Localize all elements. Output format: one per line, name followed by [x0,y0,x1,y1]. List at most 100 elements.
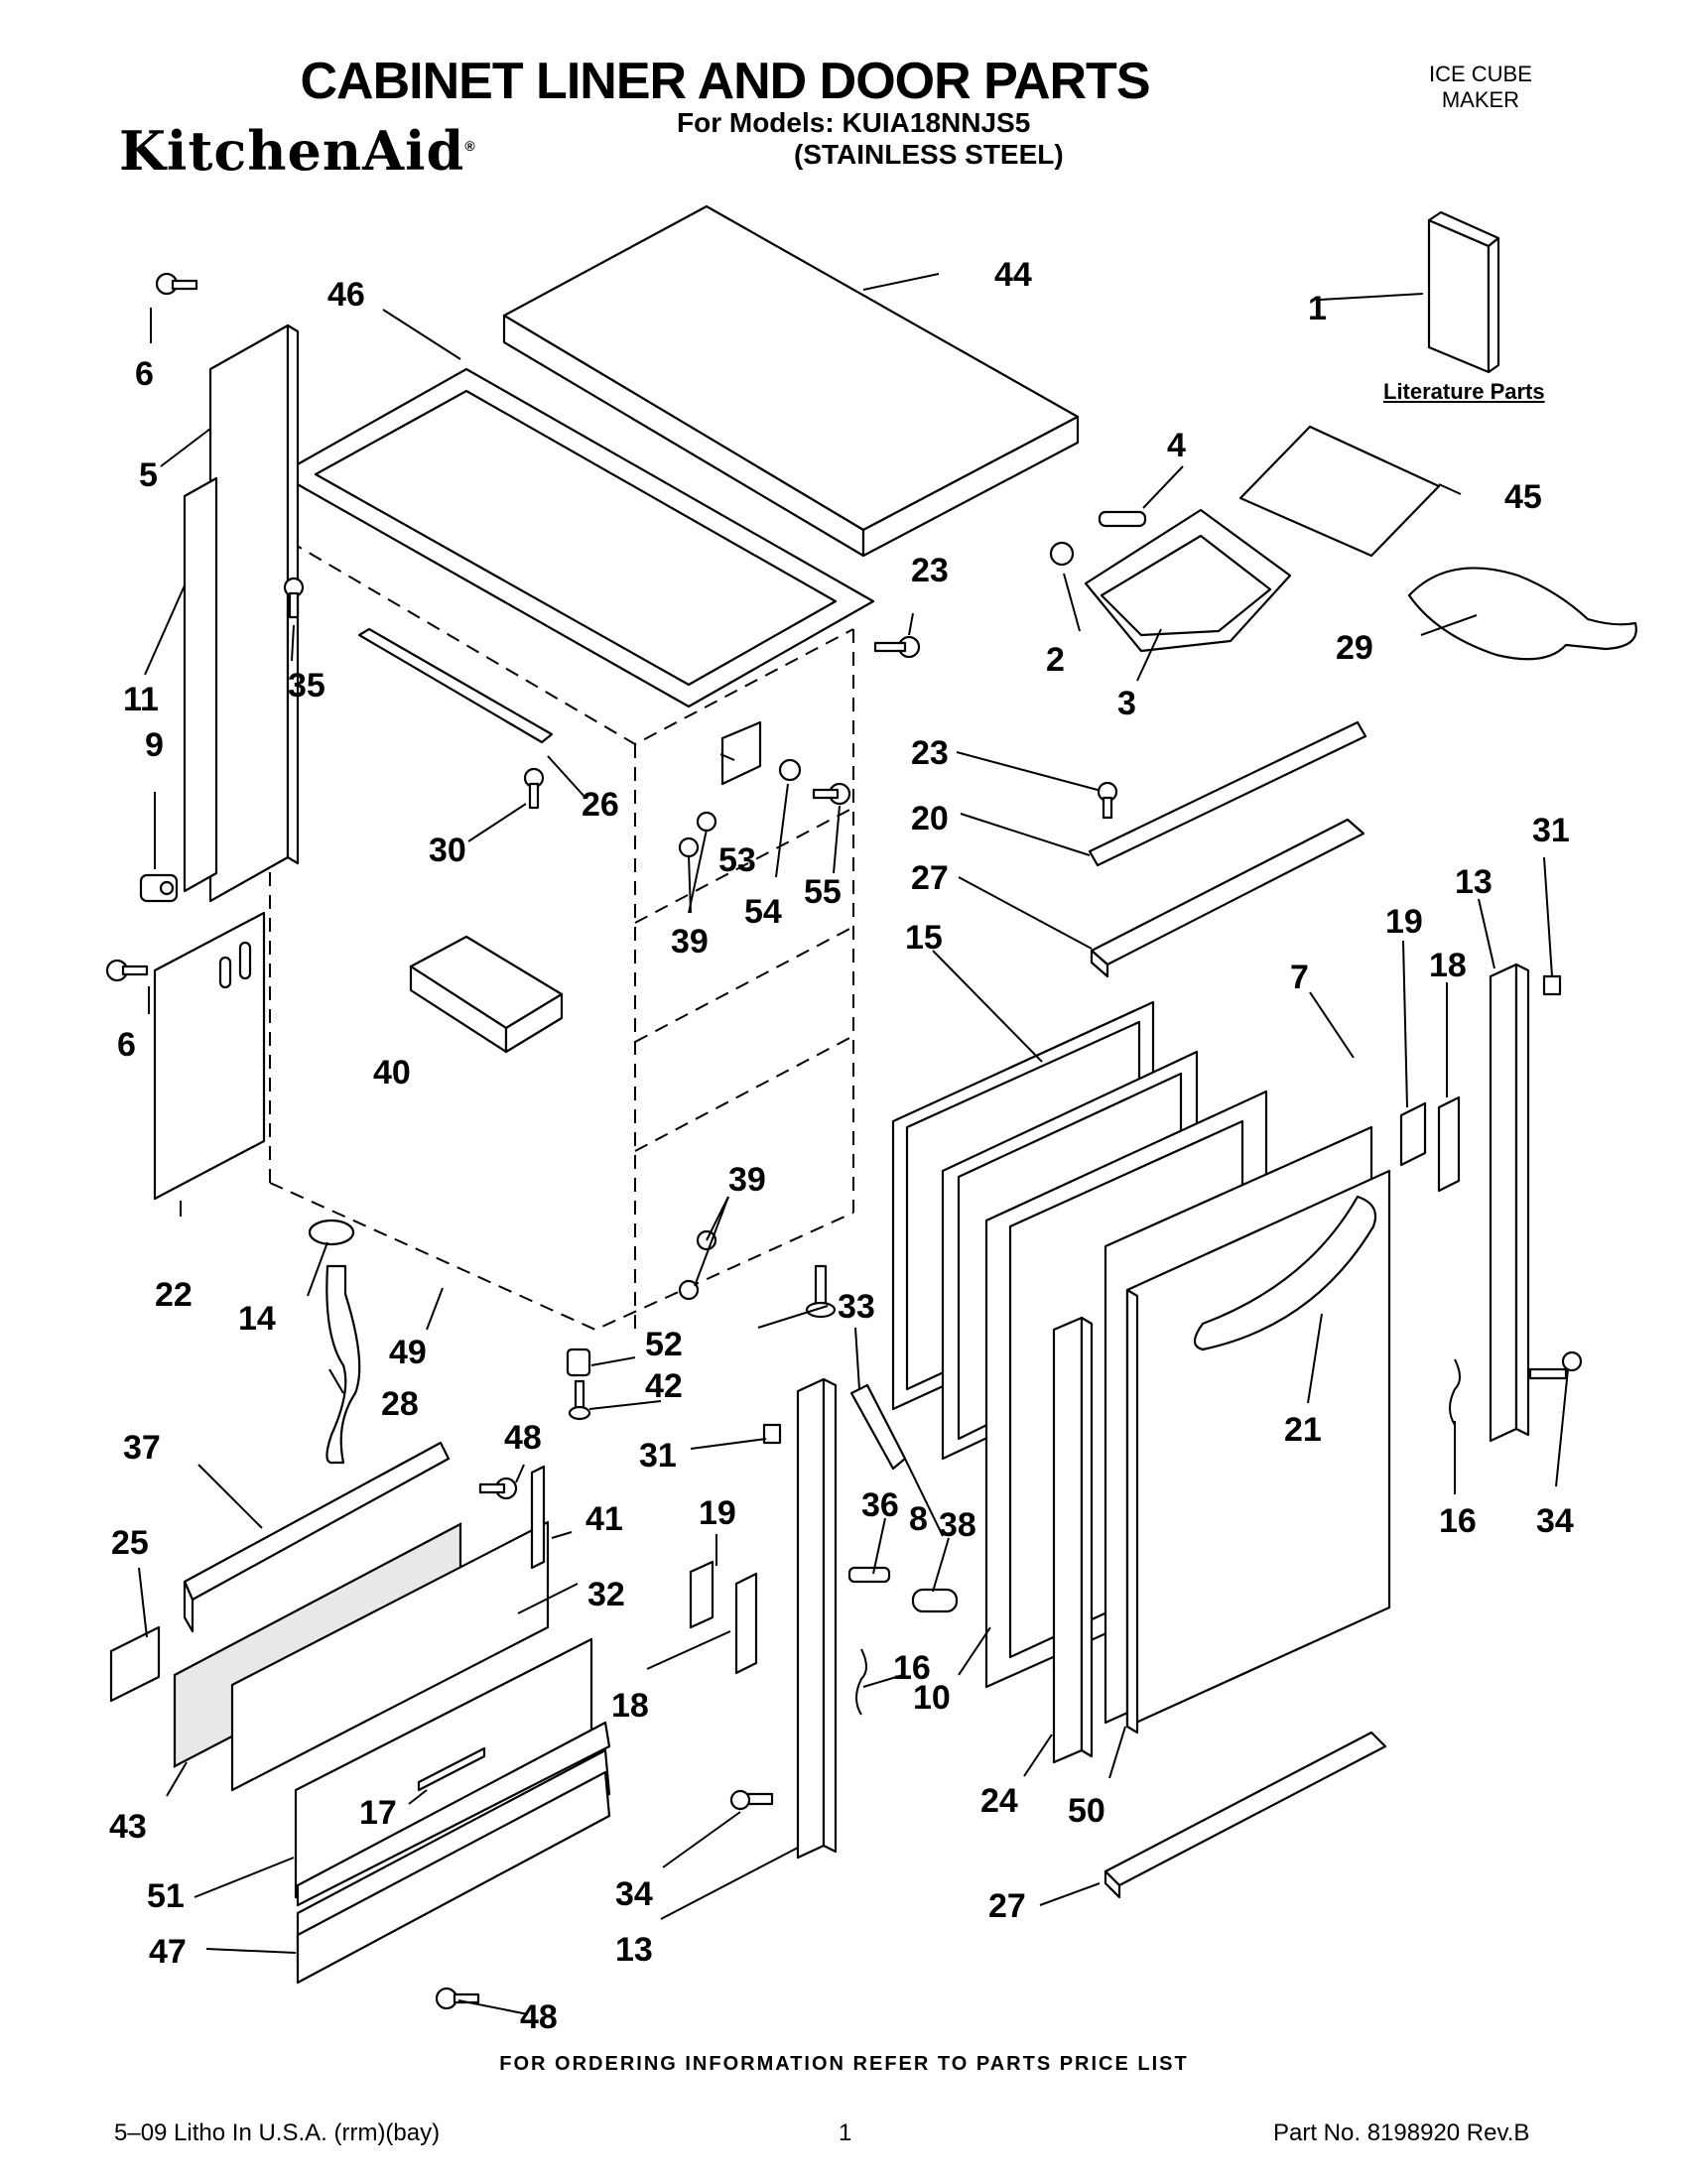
callout-39-upper: 39 [671,923,709,961]
callout-11: 11 [123,681,159,718]
callout-24: 24 [980,1782,1018,1820]
callout-34-left: 34 [615,1875,653,1913]
toe-grille [296,1721,611,1985]
callout-16-right: 16 [1439,1502,1477,1540]
callout-2: 2 [1046,641,1065,679]
callout-47: 47 [149,1933,187,1971]
callout-25: 25 [111,1524,149,1562]
lower-bracket [109,1625,161,1703]
callout-33: 33 [838,1288,875,1326]
callout-53: 53 [718,841,756,879]
leveling-leg [805,1264,837,1319]
liner-strip [357,627,554,744]
ice-scoop [1407,567,1637,661]
callout-31-right: 31 [1532,812,1570,849]
top-cover [502,204,1080,558]
bumper-52 [566,1348,591,1377]
callout-28: 28 [381,1385,419,1423]
callout-4: 4 [1167,427,1186,464]
callout-6-top: 6 [135,355,154,393]
instruction-label [1238,425,1441,558]
callout-13-right: 13 [1455,863,1493,901]
callout-55: 55 [804,873,842,911]
callout-44: 44 [994,256,1032,294]
hinge-channel-right [1489,963,1530,1443]
screw-35 [283,577,305,619]
page-title: CABINET LINER AND DOOR PARTS [300,53,1151,110]
literature-parts-label: Literature Parts [1383,379,1545,404]
callout-23-rail: 23 [911,734,949,772]
callout-5: 5 [139,456,158,494]
hinge-channel-left [796,1377,838,1860]
model-finish: (STAINLESS STEEL) [794,139,1064,170]
brand-logo: KitchenAid® [119,119,476,183]
callout-38: 38 [939,1506,976,1544]
door-track-top [1090,818,1365,978]
callout-43: 43 [109,1808,147,1846]
brand-name: KitchenAid [119,119,465,183]
hinge-bracket-right [1437,1095,1461,1193]
hinge-bushing [911,1588,959,1613]
outer-door-panel [1125,1169,1391,1734]
air-duct [409,935,564,1054]
callout-54: 54 [744,893,782,931]
screw-6-lower [105,959,149,982]
callout-46: 46 [327,276,365,314]
screw-55 [812,782,851,806]
print-info: 5–09 Litho In U.S.A. (rrm)(bay) [114,2120,441,2146]
callout-50: 50 [1068,1792,1105,1830]
hinge-bracket-left [734,1572,758,1675]
washer [778,758,802,782]
literature-booklet [1427,210,1500,374]
callout-41: 41 [585,1500,623,1538]
product-type-line2: MAKER [1441,87,1520,112]
hose-clamp-bracket [139,873,179,903]
hinge-plate [720,720,762,786]
hose-clamp [308,1219,355,1246]
toe-screw [435,1987,480,2010]
hinge-pin-left [729,1789,774,1811]
hinge-plate-left [689,1560,714,1629]
top-gasket-frame [278,367,875,708]
grille-screw [478,1477,518,1500]
drain-hose [325,1264,361,1465]
callout-21: 21 [1284,1411,1322,1449]
door-trim-strip [1052,1316,1094,1764]
callout-17: 17 [359,1794,397,1832]
part-number: Part No. 8198920 Rev.B [1273,2120,1530,2146]
callout-42: 42 [645,1367,683,1405]
spring-clip-left [855,1648,867,1716]
hinge-pin-right [1528,1350,1583,1380]
rear-panel [153,911,266,1201]
ordering-note: FOR ORDERING INFORMATION REFER TO PARTS … [499,2053,1189,2075]
callout-29: 29 [1336,629,1373,667]
kickplate-inner [230,1520,550,1792]
callout-49: 49 [389,1334,427,1371]
base-grille-bracket [183,1441,451,1633]
screw-23-top [873,635,921,659]
callout-27-top: 27 [911,859,949,897]
callout-48-upper: 48 [504,1419,542,1457]
callout-13-left: 13 [615,1931,653,1969]
door-track-bottom [1104,1731,1387,1899]
callout-37: 37 [123,1429,161,1467]
callout-36: 36 [861,1486,899,1524]
callout-30: 30 [429,832,466,869]
hinge-spring [847,1566,891,1584]
cover-strip [530,1465,546,1570]
callout-26: 26 [582,786,619,824]
callout-14: 14 [238,1300,276,1338]
callout-52: 52 [645,1326,683,1363]
callout-39-lower: 39 [728,1161,766,1199]
hinge-clip-right [1542,974,1562,996]
rear-channel [183,476,218,893]
door-handle [1193,1195,1377,1351]
callout-27-bottom: 27 [988,1887,1026,1925]
callout-1: 1 [1308,290,1327,327]
registered-mark: ® [464,138,476,154]
callout-51: 51 [147,1877,185,1915]
callout-7: 7 [1290,959,1309,996]
hinge-clip-left [762,1423,782,1445]
callout-15: 15 [905,919,943,957]
